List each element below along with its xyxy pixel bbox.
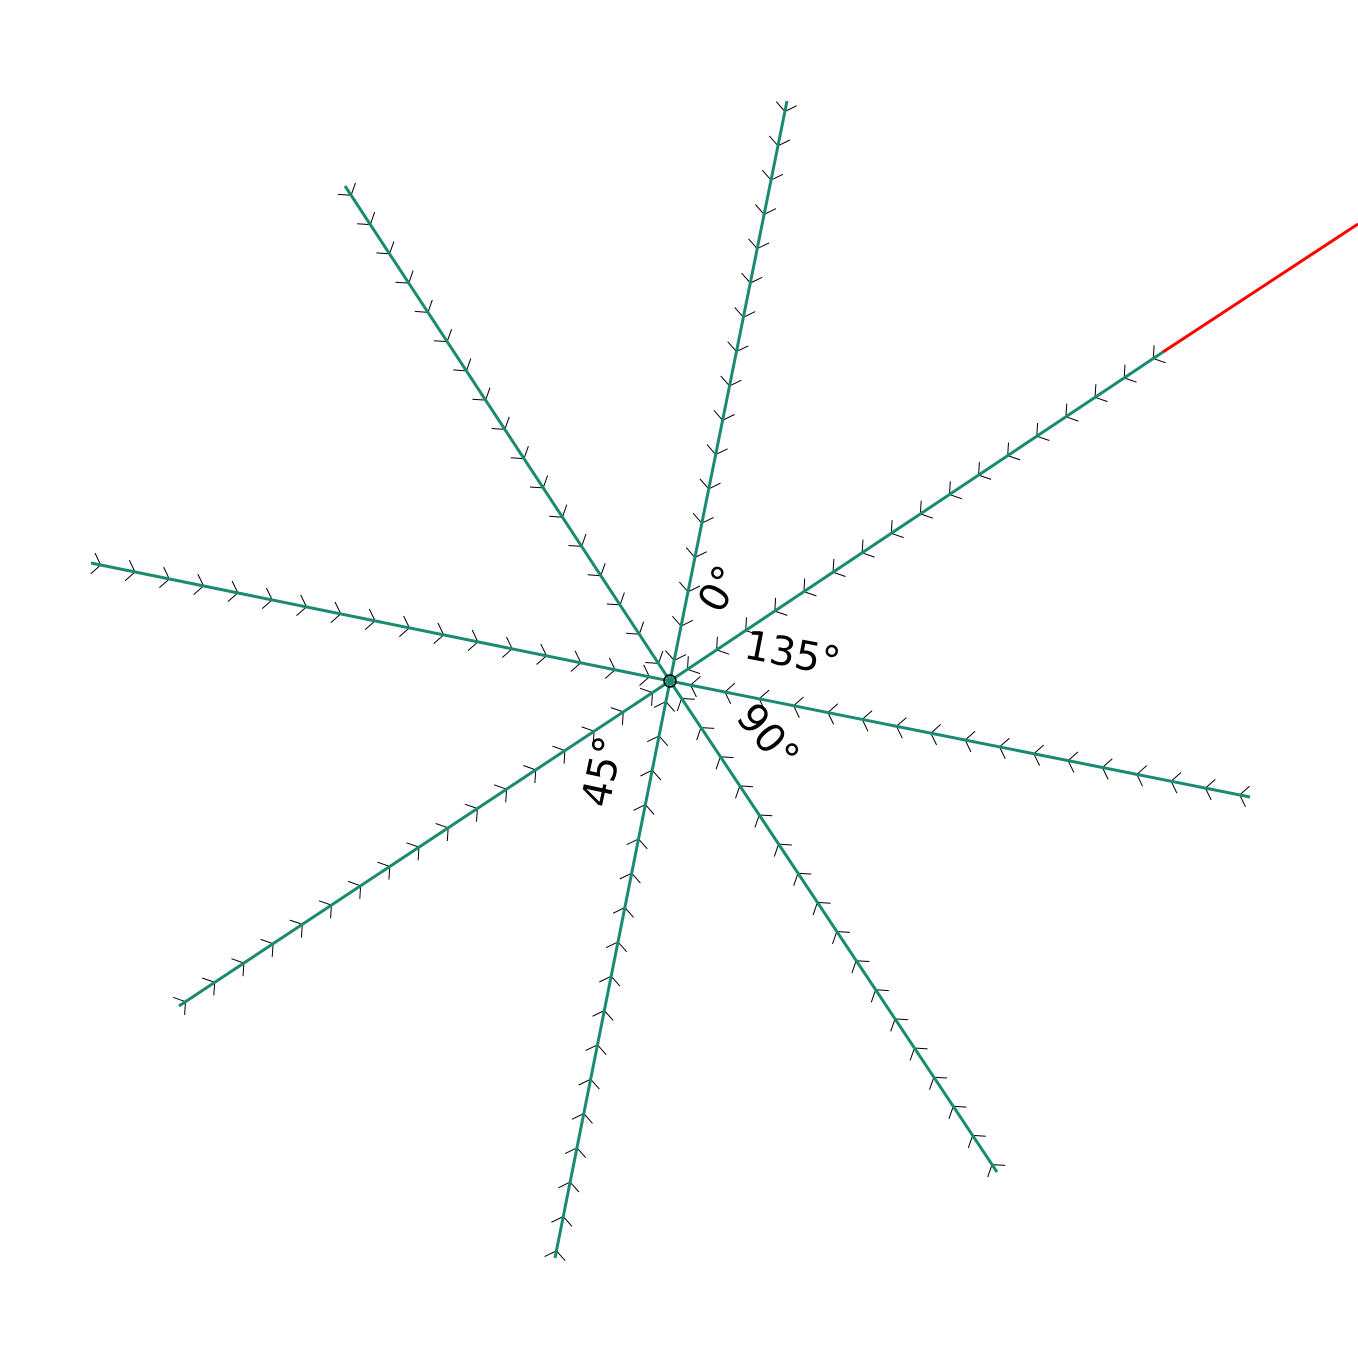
ray-upper-left — [343, 185, 672, 682]
angle-label-0: 0° — [689, 558, 751, 620]
tick-marks — [90, 101, 1250, 1262]
ray-lower-left-ticks — [172, 687, 653, 1015]
ray-upper-right-ticks — [687, 345, 1166, 675]
ray-right — [669, 679, 1251, 799]
angle-label-45: 45° — [573, 732, 633, 811]
angle-label-135: 135° — [741, 622, 844, 686]
ray-left — [90, 561, 671, 683]
ray-upper-right — [669, 350, 1164, 683]
ray-lower-right-ticks — [676, 698, 1006, 1178]
ray-upper-left-ticks — [337, 182, 664, 664]
ray-up — [668, 100, 789, 682]
ray-down-ticks — [544, 701, 675, 1262]
red-extension-line — [1162, 222, 1358, 354]
ray-lower-left — [178, 679, 671, 1008]
ray-left-ticks — [90, 552, 650, 686]
ray-lower-right — [668, 680, 999, 1173]
ray-up-ticks — [665, 101, 798, 661]
ray-down — [553, 680, 672, 1259]
ray-right-ticks — [690, 676, 1250, 808]
center-marker — [663, 674, 677, 688]
rays — [90, 100, 1251, 1259]
